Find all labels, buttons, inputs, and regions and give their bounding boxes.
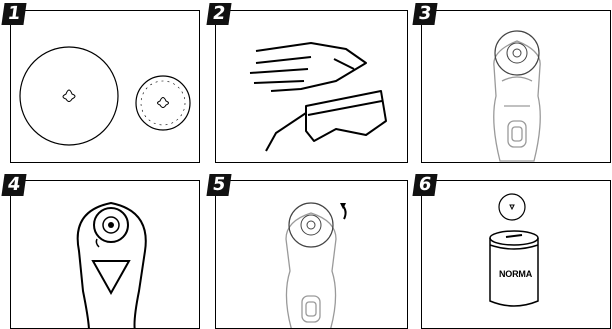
step-5-panel bbox=[215, 180, 408, 329]
step-4-badge: 4 bbox=[1, 174, 26, 196]
glove-icon bbox=[250, 43, 366, 91]
safety-glasses-icon bbox=[266, 91, 386, 151]
step-5-badge: 5 bbox=[206, 174, 231, 196]
step-3-panel bbox=[421, 10, 611, 163]
step-1-panel bbox=[10, 10, 200, 163]
step-3-badge: 3 bbox=[412, 3, 437, 25]
cutter-rotate-illustration bbox=[216, 181, 408, 329]
step-2-badge: 2 bbox=[206, 3, 231, 25]
rotate-arrow-icon bbox=[96, 239, 99, 247]
gloves-and-glasses-illustration bbox=[216, 11, 408, 163]
cutter-handle-closeup-illustration bbox=[11, 181, 200, 329]
step-6-badge: 6 bbox=[412, 174, 437, 196]
large-blade-icon bbox=[20, 47, 118, 145]
blade-storage-illustration bbox=[422, 181, 611, 329]
pinking-blade-icon bbox=[136, 76, 190, 130]
blades-illustration bbox=[11, 11, 200, 163]
brand-label: NORMA bbox=[499, 269, 532, 279]
spare-blade-icon bbox=[499, 194, 525, 220]
step-4-panel bbox=[10, 180, 200, 329]
blade-icon bbox=[495, 31, 539, 75]
blade-icon bbox=[289, 203, 333, 247]
step-6-panel: NORMA bbox=[421, 180, 611, 329]
step-1-badge: 1 bbox=[1, 3, 26, 25]
step-2-panel bbox=[215, 10, 408, 163]
rotary-cutter-illustration bbox=[422, 11, 611, 163]
